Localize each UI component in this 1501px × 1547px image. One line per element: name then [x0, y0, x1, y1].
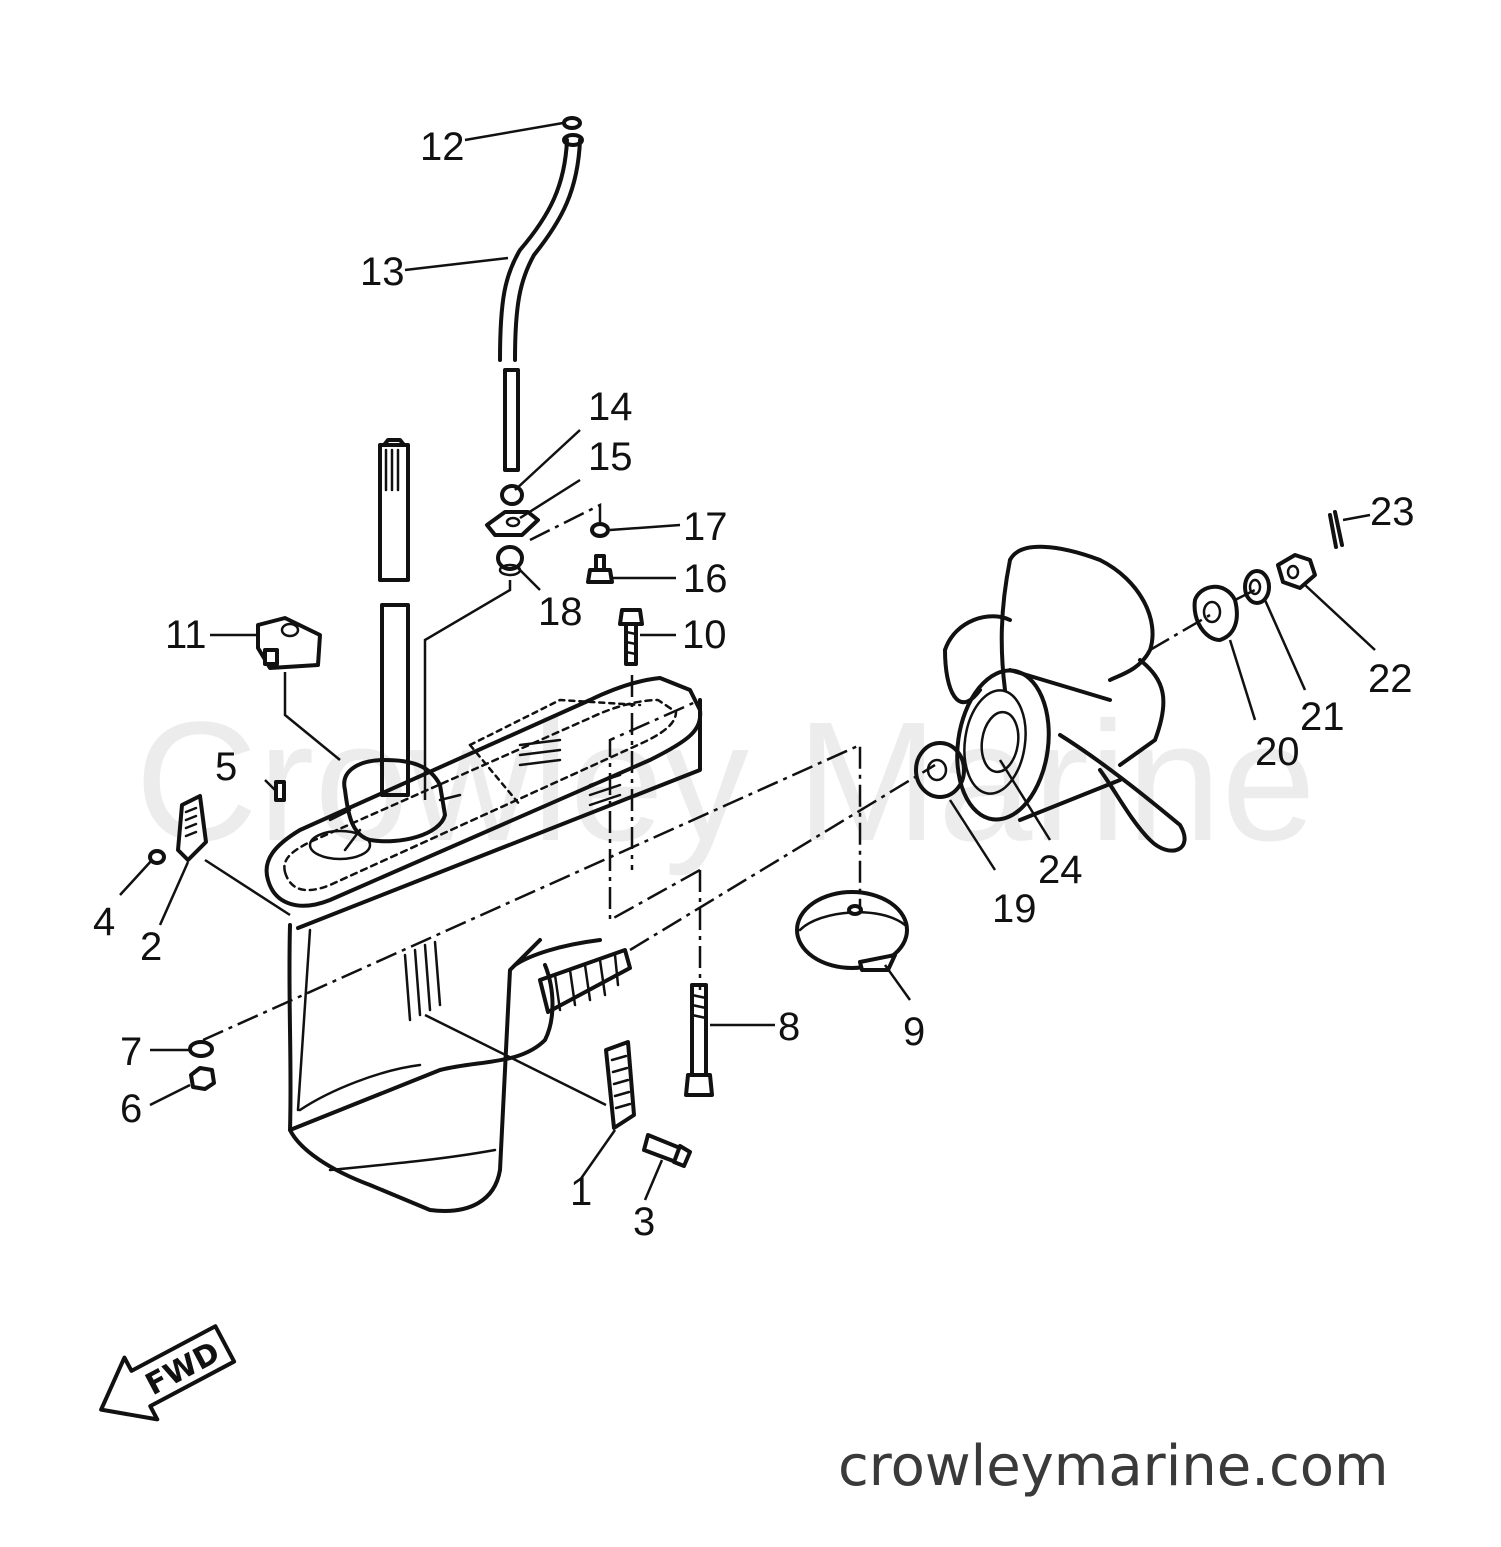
callout-leaders: [119, 121, 1376, 1201]
part-4-nut: [148, 849, 166, 865]
lower-casing: [264, 676, 703, 1213]
callout-4: 4: [93, 900, 115, 944]
callout-15: 15: [588, 435, 633, 479]
fwd-arrow-icon: FWD: [99, 1324, 237, 1422]
part-8-bolt: [684, 983, 714, 1097]
parts-6-7: [188, 1040, 216, 1091]
callout-23: 23: [1370, 490, 1415, 534]
parts-20-21-22-23: [1192, 510, 1344, 642]
callout-16: 16: [683, 557, 728, 601]
propeller-24: [943, 544, 1187, 853]
grommet-parts: [485, 484, 540, 577]
callout-18: 18: [538, 590, 583, 634]
callout-1: 1: [570, 1170, 592, 1214]
callout-12: 12: [420, 125, 465, 169]
water-tube: [498, 116, 584, 472]
callout-22: 22: [1368, 657, 1413, 701]
callout-21: 21: [1300, 695, 1345, 739]
water-pump-housing: [308, 758, 462, 861]
bolt-16-and-washer-17: [586, 522, 614, 584]
callout-5: 5: [215, 745, 237, 789]
callout-19: 19: [992, 887, 1037, 931]
connection-lines: [204, 580, 607, 1107]
assembly-lines: [202, 502, 1256, 1042]
part-3-screw: [642, 1133, 692, 1168]
part-9-anode: [795, 890, 909, 972]
callout-17: 17: [683, 505, 728, 549]
callout-3: 3: [633, 1200, 655, 1244]
callout-11: 11: [165, 613, 207, 657]
callout-numbers: 1 2 3 4 5 6 7 8 9 10 11 12 13 14 15 16 1…: [93, 125, 1415, 1244]
bolt-10: [618, 608, 644, 666]
callout-14: 14: [588, 385, 633, 429]
part-11-bracket: [256, 616, 322, 670]
part-5-pin: [274, 780, 286, 802]
callout-10: 10: [682, 613, 727, 657]
callout-20: 20: [1255, 730, 1300, 774]
callout-6: 6: [120, 1087, 142, 1131]
part-1-trim-tab: [604, 1040, 636, 1130]
callout-7: 7: [120, 1030, 142, 1074]
callout-24: 24: [1038, 848, 1083, 892]
callout-13: 13: [360, 250, 405, 294]
callout-2: 2: [140, 925, 162, 969]
website-text: crowleymarine.com: [838, 1434, 1389, 1499]
callout-9: 9: [903, 1010, 925, 1054]
part-2-anode: [176, 794, 208, 862]
callout-8: 8: [778, 1005, 800, 1049]
drive-shaft: [378, 438, 410, 797]
